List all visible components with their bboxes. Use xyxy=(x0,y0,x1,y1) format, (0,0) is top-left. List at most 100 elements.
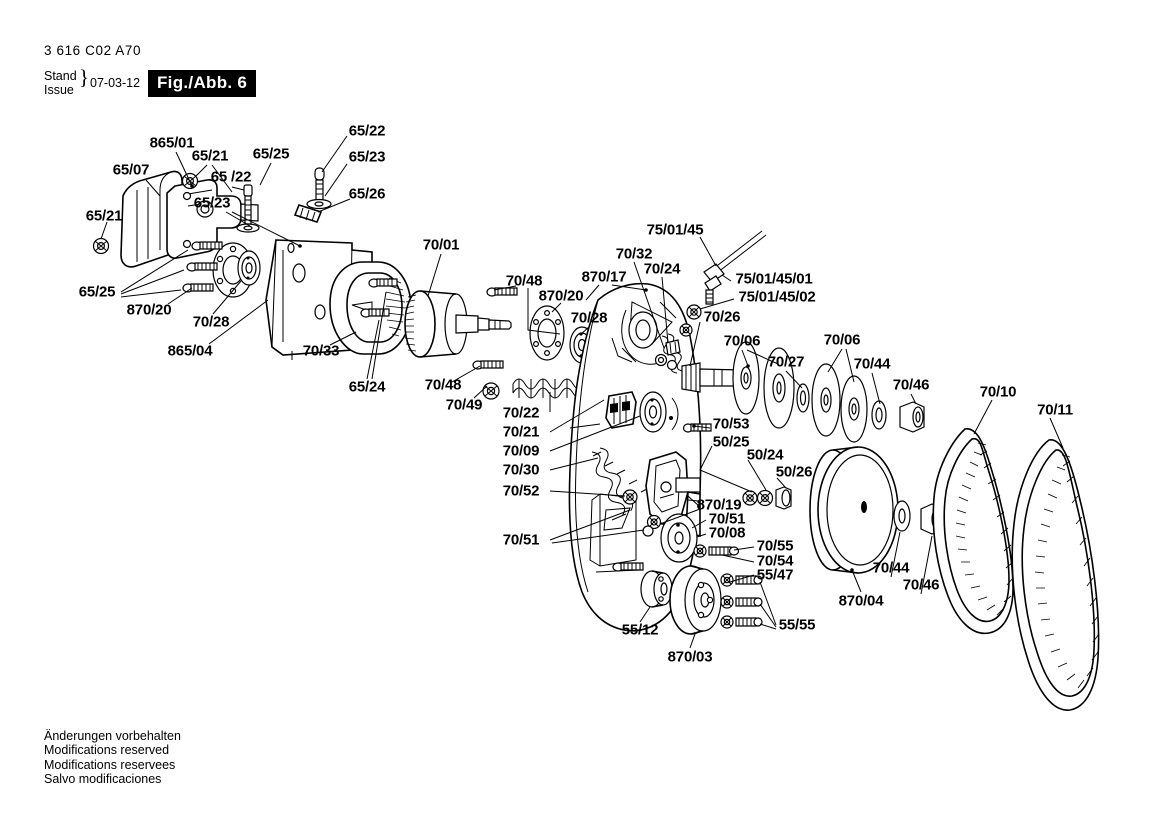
part-label-870-20: 870/20 xyxy=(126,301,172,319)
part-label-70-08: 70/08 xyxy=(708,524,746,542)
part-label-70-46: 70/46 xyxy=(902,576,940,594)
part-label-70-49: 70/49 xyxy=(445,396,483,414)
part-label-870-19: 870/19 xyxy=(696,496,742,514)
footer-line-es: Salvo modificaciones xyxy=(44,771,162,786)
part-label-70-53: 70/53 xyxy=(712,415,750,433)
part-label-70-26: 70/26 xyxy=(703,308,741,326)
part-label-65-21: 65/21 xyxy=(191,147,229,165)
issue-date: 07-03-12 xyxy=(90,76,141,90)
lower-bolt xyxy=(613,563,643,571)
part-label-65-24: 65/24 xyxy=(348,378,386,396)
part-label-870-04: 870/04 xyxy=(838,592,884,610)
part-label-70-46: 70/46 xyxy=(892,376,930,394)
part-label-65-25: 65/25 xyxy=(252,145,290,163)
part-70-24-70-32 xyxy=(656,340,681,370)
part-label-70-51: 70/51 xyxy=(502,531,540,549)
footer-line-en: Modifications reserved xyxy=(44,743,170,758)
part-label-870-03: 870/03 xyxy=(667,648,713,666)
part-label-70-06: 70/06 xyxy=(723,332,761,350)
part-label-70-44: 70/44 xyxy=(853,355,891,373)
footer-disclaimer: Änderungen vorbehalten Modifications res… xyxy=(44,729,181,786)
part-label-50-26: 50/26 xyxy=(775,463,813,481)
part-label-70-51: 70/51 xyxy=(708,510,746,528)
part-870-03-pulley xyxy=(670,566,721,634)
leader-dots xyxy=(190,184,854,572)
part-label-65-26: 65/26 xyxy=(348,185,386,203)
part-870-20-flange-center xyxy=(530,306,564,360)
part-label-50-25: 50/25 xyxy=(712,433,750,451)
part-70-11-belt xyxy=(1012,440,1099,710)
part-70-06-disc-1 xyxy=(764,348,794,428)
stand-label: Stand xyxy=(44,69,77,83)
part-label-70-54: 70/54 xyxy=(756,552,794,570)
part-70-52-nuts xyxy=(623,490,661,536)
part-label-70-28: 70/28 xyxy=(570,309,608,327)
footer-line-fr: Modifications reservees xyxy=(44,757,176,772)
part-label-55-55: 55/55 xyxy=(778,616,816,634)
part-70-06-disc-2 xyxy=(812,364,840,436)
shaft-70-26 xyxy=(682,363,740,392)
part-70-21-clip xyxy=(606,392,636,428)
part-label-70-44: 70/44 xyxy=(872,559,910,577)
part-label-75-01-45-01: 75/01/45/01 xyxy=(735,270,813,288)
part-label-865-04: 865/04 xyxy=(167,342,213,360)
part-label-870-20: 870/20 xyxy=(538,287,584,305)
part-label-70-48: 70/48 xyxy=(505,272,543,290)
part-label-70-21: 70/21 xyxy=(502,423,540,441)
part-label-70-22: 70/22 xyxy=(502,404,540,422)
brace-glyph: } xyxy=(79,65,90,89)
part-label-70-06: 70/06 xyxy=(823,331,861,349)
part-70-44-washer-upper xyxy=(872,401,886,429)
issue-label: Issue xyxy=(44,82,74,97)
part-70-55-70-54-screw xyxy=(694,545,739,557)
part-70-49-nut xyxy=(483,383,499,399)
part-55-12-spacer xyxy=(641,571,672,607)
part-70-26-disc xyxy=(733,342,759,414)
part-label-70-55: 70/55 xyxy=(756,537,794,555)
part-65-24-screws xyxy=(361,279,397,317)
stand-issue-labels: Stand Issue xyxy=(44,69,77,97)
part-label-65-23: 65/23 xyxy=(193,194,231,212)
part-70-28-bearing-left xyxy=(238,251,260,285)
part-label-55-12: 55/12 xyxy=(621,621,659,639)
part-label-65-21: 65/21 xyxy=(85,207,123,225)
part-label-70-28: 70/28 xyxy=(192,313,230,331)
part-70-22-spring xyxy=(513,379,585,398)
part-70-33-ring xyxy=(330,262,411,354)
part-label-70-01: 70/01 xyxy=(422,236,460,254)
part-label-70-33: 70/33 xyxy=(302,342,340,360)
part-70-44-washer-lower xyxy=(894,501,910,531)
part-code: 3 616 C02 A70 xyxy=(44,43,142,58)
part-label-65-23: 65/23 xyxy=(348,148,386,166)
part-70-10-belt xyxy=(933,429,1013,634)
part-70-27-washer xyxy=(797,384,809,412)
part-label-70-30: 70/30 xyxy=(502,461,540,479)
part-label-65-22: 65/22 xyxy=(348,122,386,140)
part-label-70-24: 70/24 xyxy=(643,260,681,278)
part-70-46-nut-upper xyxy=(900,402,924,432)
leader-lines xyxy=(101,136,1063,648)
part-65-26-clip xyxy=(295,205,321,222)
part-label-865-01: 865/01 xyxy=(149,134,195,152)
part-70-09-bearing xyxy=(640,392,678,432)
part-75-01-45-cable xyxy=(704,231,766,304)
part-label-75-01-45: 75/01/45 xyxy=(646,221,704,239)
part-50-25-50-24-50-26 xyxy=(743,487,791,509)
part-label-50-24: 50/24 xyxy=(746,446,784,464)
part-label-870-17: 870/17 xyxy=(581,268,627,286)
part-70-01-knob xyxy=(405,291,511,357)
part-65-22-65-23-screws xyxy=(237,168,331,232)
figure-badge: Fig./Abb. 6 xyxy=(148,70,257,97)
part-label-65--22: 65 /22 xyxy=(210,168,252,186)
part-label-70-27: 70/27 xyxy=(767,353,805,371)
part-870-19-bracket xyxy=(646,452,700,536)
part-label-70-48: 70/48 xyxy=(424,376,462,394)
footer-line-de: Änderungen vorbehalten xyxy=(44,729,181,743)
part-label-65-25: 65/25 xyxy=(78,283,116,301)
part-label-70-32: 70/32 xyxy=(615,245,653,263)
part-label-65-07: 65/07 xyxy=(112,161,150,179)
part-label-75-01-45-02: 75/01/45/02 xyxy=(738,288,816,306)
part-70-06-disc-3 xyxy=(841,376,867,442)
